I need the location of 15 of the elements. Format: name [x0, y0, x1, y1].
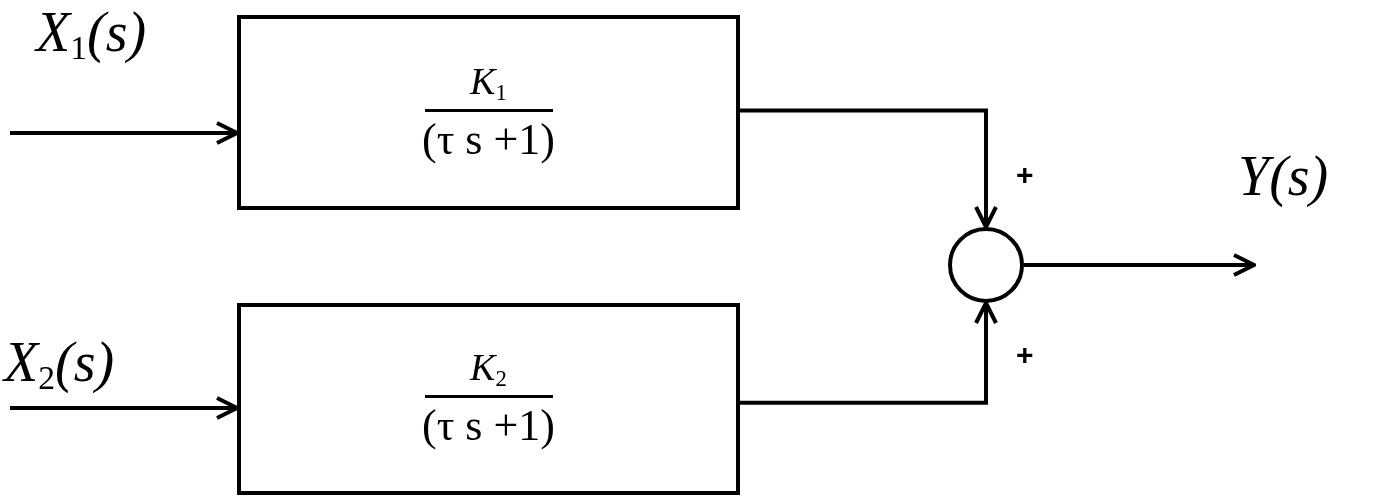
arrow [740, 108, 998, 229]
transfer-function-block [237, 15, 740, 210]
arrow [740, 301, 998, 405]
numerator: K$_{1}$ [470, 60, 507, 107]
arrow [10, 396, 239, 420]
arrow [10, 121, 239, 145]
arrow [1024, 253, 1256, 277]
numerator: K$_{2}$ [470, 347, 507, 394]
signal-label: X$_{2}$(s) [4, 334, 115, 395]
transfer-function-block [237, 303, 740, 495]
denominator: (τ s +1) [422, 400, 555, 451]
sign-label: + [1016, 160, 1034, 190]
sign-label: + [1016, 340, 1034, 370]
denominator: (τ s +1) [422, 113, 555, 165]
signal-label: X$_{1}$(s) [36, 4, 147, 65]
